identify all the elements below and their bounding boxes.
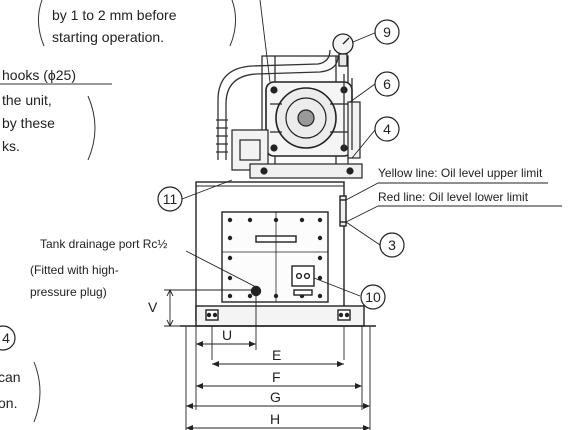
- callout-9: 9: [374, 19, 400, 45]
- callout-10-number: 10: [365, 289, 381, 305]
- callout-6-number: 6: [383, 76, 391, 92]
- drain-port-label: Tank drainage port Rc½: [40, 237, 167, 251]
- pump-assembly: [231, 55, 363, 179]
- callout-3: 3: [379, 232, 405, 258]
- note-bottom-line1: can: [0, 369, 21, 385]
- dimension-arrowheads: [186, 341, 370, 430]
- callout-6: 6: [374, 71, 400, 97]
- note-adjust: by 1 to 2 mm before starting operation.: [38, 0, 236, 47]
- dimension-h-label: H: [270, 411, 280, 427]
- dimension-u-label: U: [222, 327, 232, 343]
- note-bottom-line2: on.: [0, 395, 17, 411]
- oil-level-lower-label: Red line: Oil level lower limit: [378, 190, 529, 204]
- callout-11-number: 11: [163, 191, 178, 207]
- callout-11: 11: [157, 186, 183, 212]
- drain-plug-line2: pressure plug): [30, 285, 107, 299]
- note-unit-line3: ks.: [2, 138, 20, 154]
- callout-4-bottom-number: 4: [2, 330, 10, 346]
- callout-3-number: 3: [388, 237, 396, 253]
- dimension-lines: [164, 288, 371, 430]
- callout-4-top-number: 4: [383, 121, 391, 137]
- note-hooks-text: hooks (ϕ25): [2, 67, 76, 83]
- leader-lines: [181, 0, 562, 297]
- callout-9-number: 9: [383, 24, 391, 40]
- callout-4-bottom: 4: [0, 325, 16, 351]
- note-bottom: can on.: [0, 361, 41, 423]
- dimension-f-label: F: [272, 369, 281, 385]
- dimension-g-label: G: [270, 389, 281, 405]
- hose-piping: [216, 49, 353, 160]
- base-frame: [180, 305, 376, 327]
- note-hooks: hooks (ϕ25) the unit, by these ks.: [0, 67, 112, 161]
- callout-10: 10: [360, 284, 386, 310]
- drain-plug-line1: (Fitted with high-: [30, 263, 119, 277]
- oil-tank: [195, 181, 347, 321]
- note-unit-line2: by these: [2, 115, 55, 131]
- dimension-v-label: V: [148, 299, 158, 315]
- note-adjust-line2: starting operation.: [52, 29, 164, 45]
- oil-level-upper-label: Yellow line: Oil level upper limit: [378, 166, 543, 180]
- callout-4-top: 4: [374, 116, 400, 142]
- note-adjust-line1: by 1 to 2 mm before: [52, 7, 177, 23]
- pressure-gauge-icon: [332, 33, 354, 67]
- note-unit-line1: the unit,: [2, 92, 52, 108]
- dimension-e-label: E: [272, 347, 281, 363]
